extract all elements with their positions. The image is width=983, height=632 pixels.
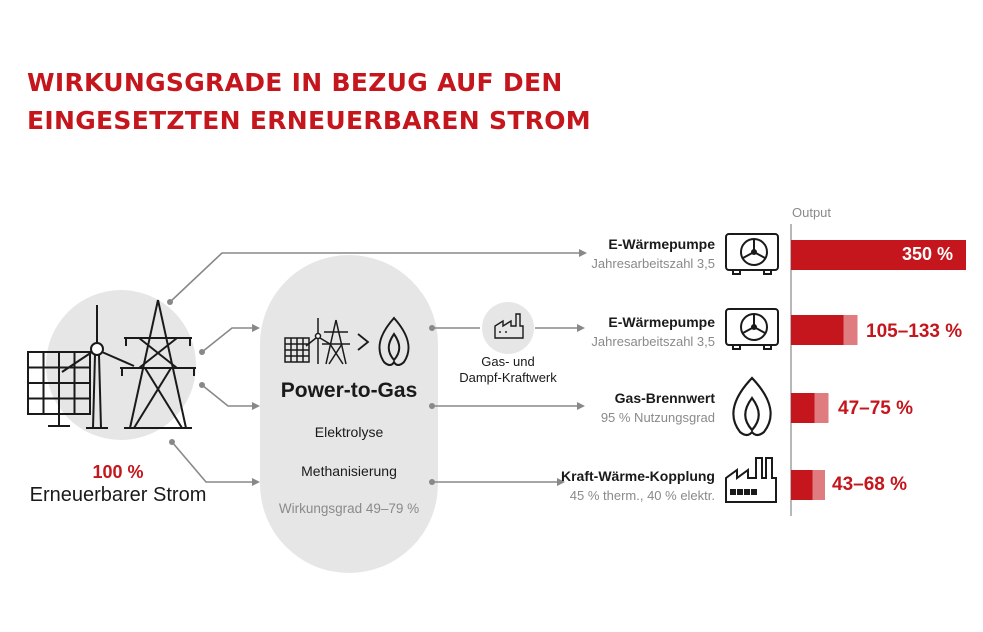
row-1-name: E-Wärmepumpe <box>608 236 715 252</box>
bar-min-row-1 <box>791 240 966 270</box>
arrow-source-to-heat-pump <box>169 249 587 303</box>
source-circle <box>46 290 196 440</box>
output-header: Output <box>792 205 832 220</box>
heat-pump-icon <box>725 233 779 275</box>
row-4-name: Kraft-Wärme-Kopplung <box>561 468 715 484</box>
factory-icon <box>725 457 777 503</box>
pylon-icon <box>120 299 196 429</box>
row-2-name: E-Wärmepumpe <box>608 314 715 330</box>
page-title-line-2: EINGESETZTEN ERNEUERBAREN STROM <box>27 106 591 135</box>
ptg-wind-icon <box>305 318 331 364</box>
arrow-source-to-ptg-lower <box>201 384 260 410</box>
plant-circle <box>482 302 534 354</box>
row-2-detail: Jahresarbeitszahl 3,5 <box>591 334 715 349</box>
plant-factory-icon <box>494 313 524 339</box>
ptg-efficiency: Wirkungsgrad 49–79 % <box>278 501 420 516</box>
ptg-title: Power-to-Gas <box>280 379 418 402</box>
power-to-gas-capsule <box>260 255 438 573</box>
connector-dot <box>199 382 205 388</box>
row-4-detail: 45 % therm., 40 % elektr. <box>569 488 715 503</box>
wind-turbine-icon <box>61 305 135 429</box>
arrow-source-to-ptg-upper <box>201 324 260 353</box>
row-3-value: 47–75 % <box>838 398 914 419</box>
ptg-pylon-icon <box>322 319 350 365</box>
plant-label-line-1: Gas- und <box>481 354 535 369</box>
arrow-source-to-ptg-bottom <box>171 441 260 486</box>
bar-min-row-3 <box>791 393 815 423</box>
row-1-detail: Jahresarbeitszahl 3,5 <box>591 256 715 271</box>
connector-dot <box>429 403 435 409</box>
row-1-value: 350 % <box>902 244 954 264</box>
row-3-name: Gas-Brennwert <box>614 390 715 406</box>
row-4-value: 43–68 % <box>832 474 908 495</box>
row-3-detail: 95 % Nutzungsgrad <box>600 410 715 425</box>
ptg-step-methanation: Methanisierung <box>301 463 397 479</box>
ptg-solar-icon <box>284 337 310 363</box>
connector-dot <box>169 439 175 445</box>
plant-label-line-2: Dampf-Kraftwerk <box>459 370 557 385</box>
ptg-chevron-icon <box>357 333 370 351</box>
source-label: Erneuerbarer Strom <box>29 484 207 506</box>
bar-min-row-4 <box>791 470 813 500</box>
connector-dot <box>429 325 435 331</box>
page-title-line-1: WIRKUNGSGRADE IN BEZUG AUF DEN <box>27 68 563 97</box>
connector-dot <box>167 299 173 305</box>
ptg-flame-icon <box>378 316 410 366</box>
ptg-step-electrolysis: Elektrolyse <box>314 424 384 440</box>
flame-icon <box>732 376 772 437</box>
bar-min-row-2 <box>791 315 844 345</box>
row-2-value: 105–133 % <box>866 321 963 342</box>
solar-panel-icon <box>27 351 91 427</box>
source-percent: 100 % <box>92 462 144 482</box>
connector-dot <box>199 349 205 355</box>
heat-pump-icon <box>725 308 779 350</box>
connector-dot <box>429 479 435 485</box>
